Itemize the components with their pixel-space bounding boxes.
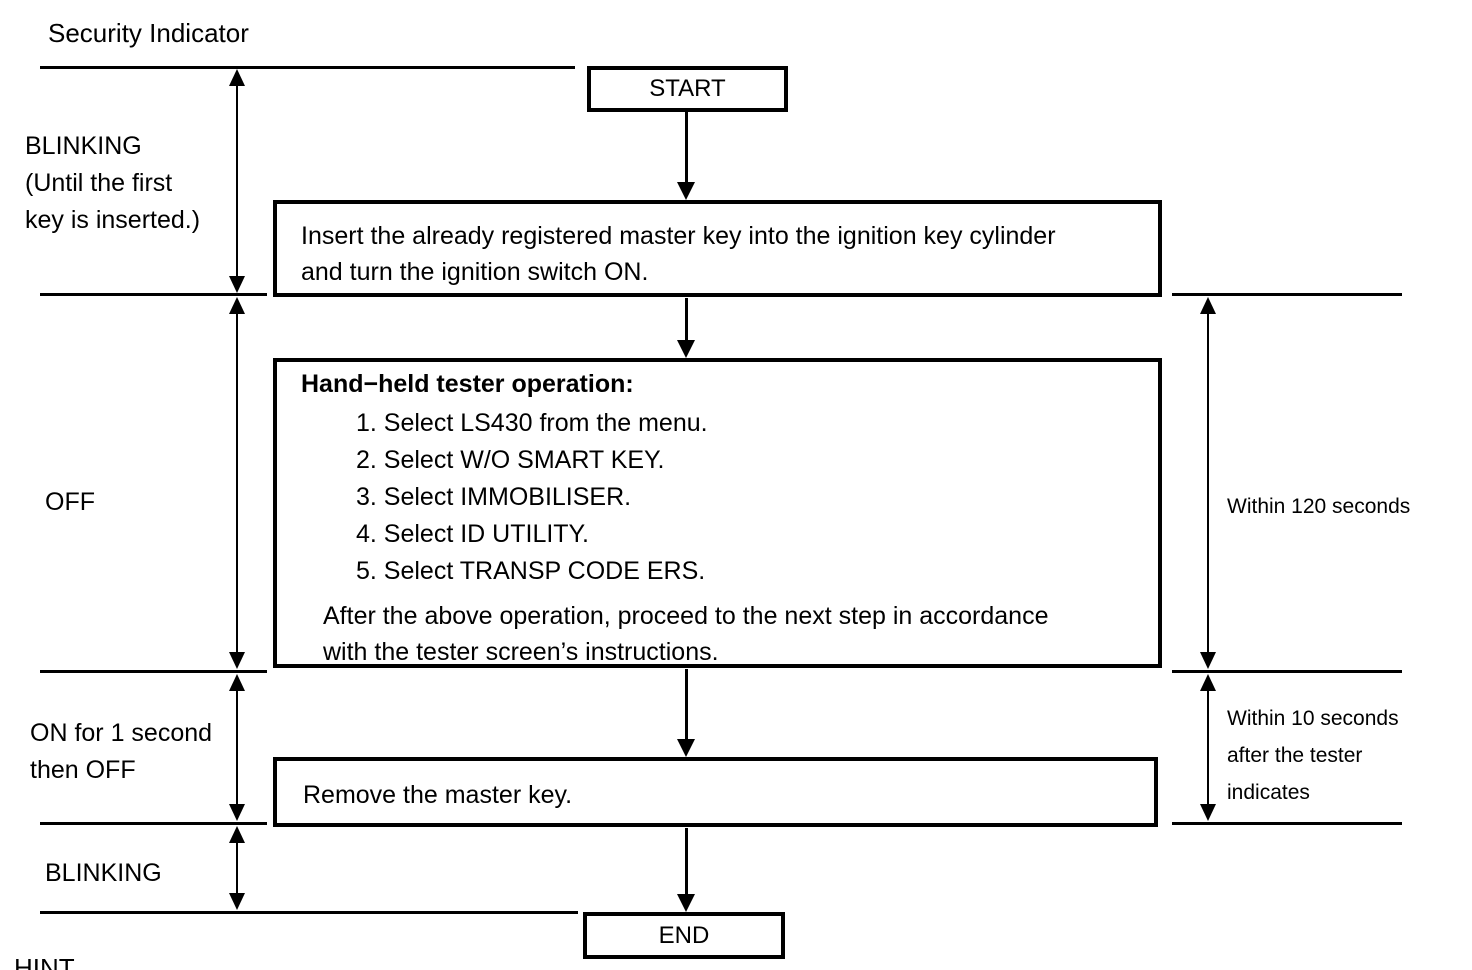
down-arrowhead-icon [677,182,695,200]
dimension-arrow-off [228,297,246,669]
flow-arrow-tester-to-remove [677,669,695,757]
start-node: START [587,66,788,112]
tester-step-item: 2. Select W/O SMART KEY. [356,446,665,474]
dimension-arrow-within-120 [1199,297,1217,669]
dimension-arrow-on-one-second [228,674,246,821]
dimension-arrow-within-10 [1199,674,1217,821]
up-arrowhead-icon [229,826,245,843]
dimension-arrow-blinking-first [228,69,246,293]
up-arrowhead-icon [1200,297,1216,314]
tester-footer: After the above operation, proceed to th… [323,602,1049,666]
separator-line-right-2 [1172,670,1402,673]
tester-operation-step: Hand−held tester operation: 1. Select LS… [273,358,1162,668]
down-arrowhead-icon [229,893,245,910]
separator-line-bottom [40,911,578,914]
down-arrowhead-icon [1200,652,1216,669]
tester-step-item: 4. Select ID UTILITY. [356,520,589,548]
tester-step-item: 1. Select LS430 from the menu. [356,409,708,437]
up-arrowhead-icon [229,674,245,691]
up-arrowhead-icon [229,297,245,314]
label-on-one-second: ON for 1 second then OFF [30,719,213,784]
tester-step-item: 5. Select TRANSP CODE ERS. [356,557,706,585]
end-node: END [583,912,785,959]
security-indicator-label: Security Indicator [48,18,249,48]
flow-arrow-insert-to-tester [677,298,695,358]
tester-steps-list: 1. Select LS430 from the menu. 2. Select… [301,405,1158,590]
separator-line-right-1 [1172,293,1402,296]
down-arrowhead-icon [229,276,245,293]
down-arrowhead-icon [1200,804,1216,821]
up-arrowhead-icon [1200,674,1216,691]
label-off: OFF [45,488,95,516]
down-arrowhead-icon [677,894,695,912]
tester-heading: Hand−held tester operation: [301,370,634,398]
flow-arrow-start-to-insert [677,112,695,200]
separator-line-left-2 [40,293,267,296]
flow-arrow-remove-to-end [677,828,695,912]
down-arrowhead-icon [229,652,245,669]
down-arrowhead-icon [677,340,695,358]
remove-key-step: Remove the master key. [273,757,1158,827]
separator-line-left-4 [40,822,267,825]
tester-step-item: 3. Select IMMOBILISER. [356,483,632,511]
label-blinking-until-first-key: BLINKING (Until the first key is inserte… [25,132,201,234]
insert-key-step: Insert the already registered master key… [273,200,1162,297]
separator-line-top [40,66,575,69]
hint-label: HINT [14,953,75,970]
label-within-10-seconds: Within 10 seconds after the tester indic… [1227,707,1399,804]
label-blinking: BLINKING [45,859,162,887]
separator-line-left-3 [40,670,267,673]
dimension-arrow-blinking [228,826,246,910]
down-arrowhead-icon [677,739,695,757]
label-within-120-seconds: Within 120 seconds [1227,495,1411,518]
up-arrowhead-icon [229,69,245,86]
separator-line-right-3 [1172,822,1402,825]
down-arrowhead-icon [229,804,245,821]
